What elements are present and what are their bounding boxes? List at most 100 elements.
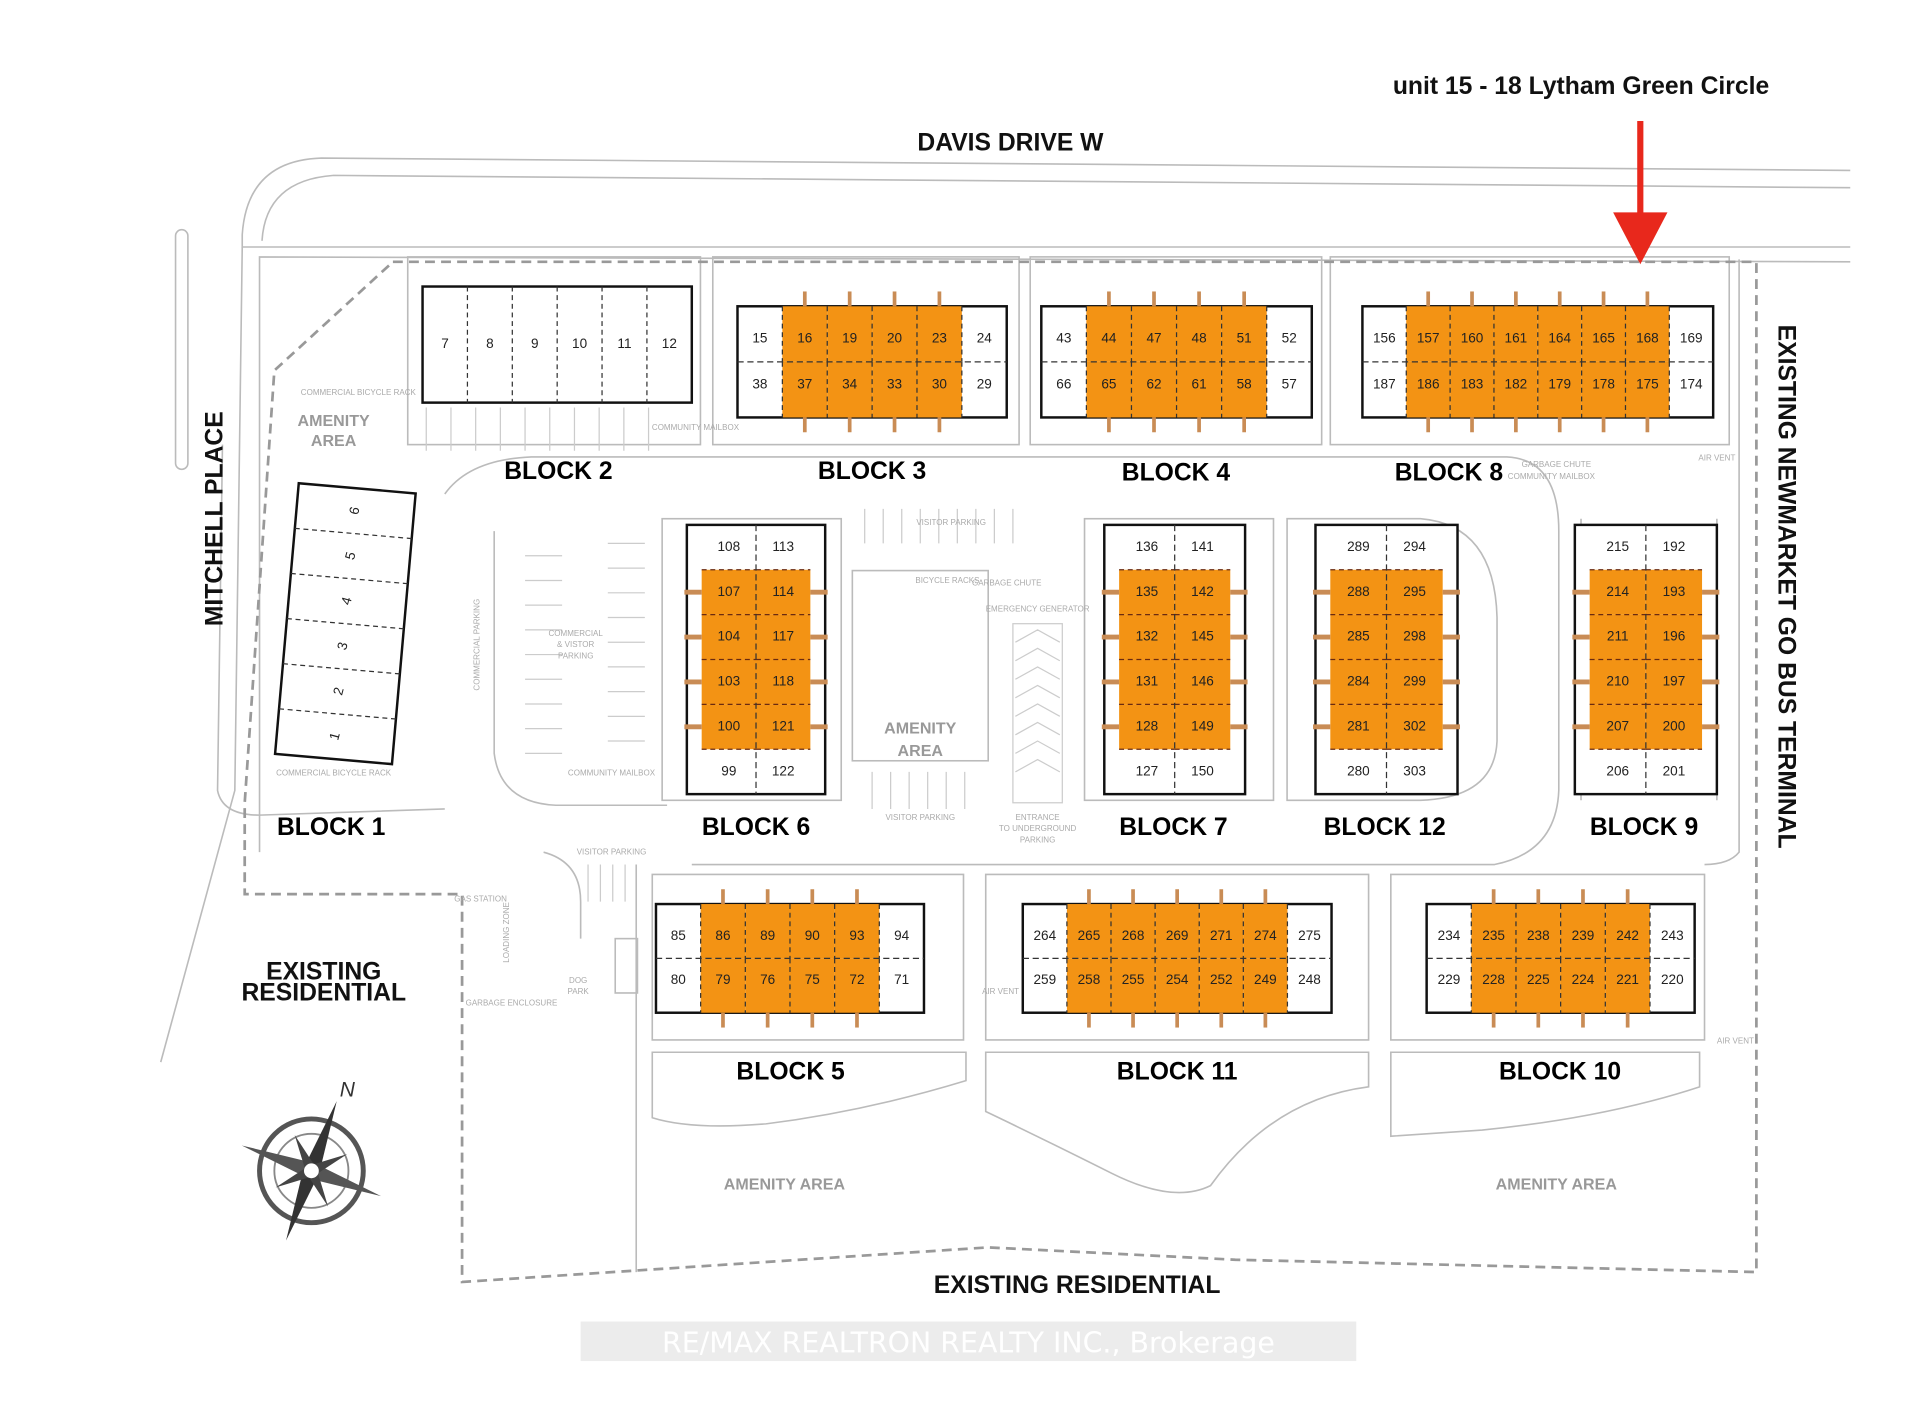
unit-highlight [1174, 704, 1231, 750]
unit-number: 254 [1166, 972, 1189, 987]
unit-number: 10 [572, 336, 588, 351]
unit-number: 265 [1078, 928, 1101, 943]
unit-number: 99 [721, 763, 736, 778]
unit-number: 186 [1417, 376, 1440, 391]
unit-highlight [700, 958, 746, 1013]
unit-number: 61 [1192, 376, 1207, 391]
label-commercial-visitor-3: PARKING [558, 651, 593, 660]
unit-highlight [1243, 958, 1288, 1013]
amenity-center-1: AMENITY [884, 720, 957, 738]
label-community-mailbox-b8: COMMUNITY MAILBOX [1508, 472, 1596, 481]
unit-number: 149 [1191, 718, 1214, 733]
unit-highlight [700, 904, 746, 959]
label-entrance-2: TO UNDERGROUND [999, 824, 1077, 833]
unit-highlight [1560, 904, 1606, 959]
label-commercial-parking: COMMERCIAL PARKING [472, 599, 481, 691]
unit-number: 75 [805, 972, 820, 987]
unit-highlight [916, 306, 962, 362]
unit-number: 121 [772, 718, 795, 733]
unit-highlight [1605, 904, 1650, 959]
unit-highlight [782, 361, 828, 418]
block-7: BLOCK 7136135132131128127141142145146149… [1101, 523, 1248, 841]
unit-highlight [1199, 904, 1244, 959]
unit-highlight [1086, 361, 1132, 418]
unit-number: 220 [1661, 972, 1684, 987]
block-label: BLOCK 2 [504, 458, 612, 485]
unit-number: 20 [887, 331, 903, 346]
unit-highlight [756, 614, 811, 660]
unit-number: 113 [772, 539, 794, 554]
label-commercial-visitor-1: COMMERCIAL [549, 629, 604, 638]
label-go-bus-terminal: EXISTING NEWMARKET GO BUS TERMINAL [1773, 325, 1800, 849]
block-9: BLOCK 9215214211210207206192193196197200… [1572, 523, 1720, 841]
unit-number: 243 [1661, 928, 1684, 943]
unit-number: 118 [772, 674, 794, 689]
unit-highlight [916, 361, 962, 418]
unit-highlight [756, 704, 811, 750]
unit-number: 281 [1347, 718, 1370, 733]
unit-number: 169 [1680, 331, 1703, 346]
unit-number: 80 [671, 972, 687, 987]
unit-number: 239 [1572, 928, 1595, 943]
label-dog-park-2: PARK [568, 987, 590, 996]
unit-highlight [1330, 614, 1387, 660]
unit-number: 268 [1122, 928, 1145, 943]
block-label: BLOCK 9 [1590, 814, 1698, 841]
unit-number: 2 [330, 686, 346, 697]
unit-number: 183 [1461, 376, 1484, 391]
unit-number: 44 [1101, 331, 1117, 346]
unit-number: 298 [1403, 629, 1426, 644]
block-label: BLOCK 4 [1122, 459, 1231, 486]
unit-number: 51 [1237, 331, 1252, 346]
unit-number: 161 [1505, 331, 1528, 346]
unit-number: 289 [1347, 539, 1370, 554]
unit-highlight [1176, 361, 1222, 418]
unit-highlight [1066, 904, 1111, 959]
unit-highlight [1066, 958, 1111, 1013]
unit-number: 29 [977, 376, 992, 391]
unit-highlight [1386, 614, 1443, 660]
unit-number: 66 [1056, 376, 1071, 391]
unit-number: 200 [1663, 718, 1686, 733]
block-outline [273, 481, 417, 766]
amenity-south-east: AMENITY AREA [1496, 1175, 1618, 1193]
unit-number: 174 [1680, 376, 1703, 391]
unit-number: 11 [617, 336, 631, 351]
unit-number: 65 [1101, 376, 1116, 391]
unit-highlight [1645, 659, 1703, 705]
unit-number: 86 [715, 928, 730, 943]
unit-number: 62 [1146, 376, 1161, 391]
unit-number: 85 [671, 928, 686, 943]
unit-number: 193 [1663, 584, 1686, 599]
unit-highlight [1471, 904, 1516, 959]
unit-number: 127 [1136, 763, 1159, 778]
location-arrow-icon [1613, 121, 1668, 265]
unit-number: 4 [338, 595, 355, 607]
unit-highlight [1174, 614, 1231, 660]
unit-divider [294, 527, 412, 540]
road-davis-drive: DAVIS DRIVE W [917, 130, 1104, 157]
unit-highlight [1386, 659, 1443, 705]
unit-number: 37 [797, 376, 812, 391]
block-6: BLOCK 6108107104103100991131141171181211… [684, 523, 828, 841]
unit-divider [278, 708, 396, 720]
unit-highlight [1589, 614, 1646, 660]
unit-highlight [1537, 306, 1582, 362]
label-garbage-enclosure: GARBAGE ENCLOSURE [466, 998, 558, 1007]
label-air-vent-b11: AIR VENT [982, 987, 1019, 996]
unit-number: 48 [1192, 331, 1207, 346]
unit-highlight [1119, 659, 1175, 705]
unit-number: 135 [1136, 584, 1159, 599]
unit-highlight [1625, 306, 1670, 362]
label-entrance-3: PARKING [1020, 835, 1055, 844]
unit-number: 165 [1592, 331, 1615, 346]
unit-number: 187 [1373, 376, 1396, 391]
label-entrance-1: ENTRANCE [1016, 813, 1060, 822]
unit-highlight [1131, 361, 1177, 418]
unit-number: 15 [752, 331, 767, 346]
